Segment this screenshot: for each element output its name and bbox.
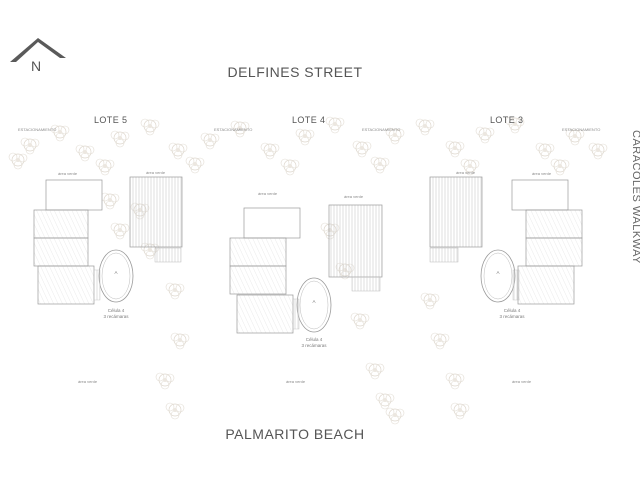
lot-4-unit-label: Célula 4 bbox=[305, 337, 323, 342]
lot-4-parking-label: ESTACIONAMIENTO bbox=[214, 127, 253, 132]
lot-3-pool-marker: A bbox=[496, 270, 500, 275]
north-letter: N bbox=[31, 58, 42, 74]
lot-5-bottom-green-label: área verde bbox=[78, 379, 98, 384]
lot-5-parking-label: ESTACIONAMIENTO bbox=[18, 127, 57, 132]
lot-5-title: LOTE 5 bbox=[94, 115, 128, 125]
lot-3-bottom-green-label: área verde bbox=[512, 379, 532, 384]
lot-3-unit-label: Célula 4 bbox=[503, 308, 521, 313]
lot-4-green-area-label: área verde bbox=[258, 191, 278, 196]
north-arrow-icon bbox=[10, 38, 66, 64]
lot-3-title: LOTE 3 bbox=[490, 115, 524, 125]
lot-5-unit-label: Célula 4 bbox=[107, 308, 125, 313]
lot-5-plan bbox=[33, 176, 183, 305]
lot-5-green-area-label-2: área verde bbox=[146, 170, 166, 175]
side-walkway-label: CARACOLES WALKWAY bbox=[630, 130, 640, 265]
lot-5-rooms-label: 3 recámaras bbox=[103, 314, 129, 319]
bottom-street-label: PALMARITO BEACH bbox=[225, 426, 365, 442]
lot-3-plan bbox=[429, 176, 583, 305]
lot-3-green-area-label: área verde bbox=[456, 170, 476, 175]
lot-3-green-area-label-2: área verde bbox=[532, 171, 552, 176]
lot-4-rooms-label: 3 recámaras bbox=[301, 343, 327, 348]
lot-4-title: LOTE 4 bbox=[292, 115, 326, 125]
lot-4-pool-marker: A bbox=[312, 299, 316, 304]
lot-3-parking-label: ESTACIONAMIENTO bbox=[362, 127, 401, 132]
lot-3-parking-label-right: ESTACIONAMIENTO bbox=[562, 127, 601, 132]
lot-4-bottom-green-label: área verde bbox=[286, 379, 306, 384]
lot-4-plan bbox=[229, 204, 383, 334]
top-street-label: DELFINES STREET bbox=[227, 64, 363, 80]
lot-5-green-area-label: área verde bbox=[58, 171, 78, 176]
lot-3-rooms-label: 3 recámaras bbox=[499, 314, 525, 319]
lot-4-green-area-label-2: área verde bbox=[344, 194, 364, 199]
lot-5-pool-marker: A bbox=[114, 270, 118, 275]
